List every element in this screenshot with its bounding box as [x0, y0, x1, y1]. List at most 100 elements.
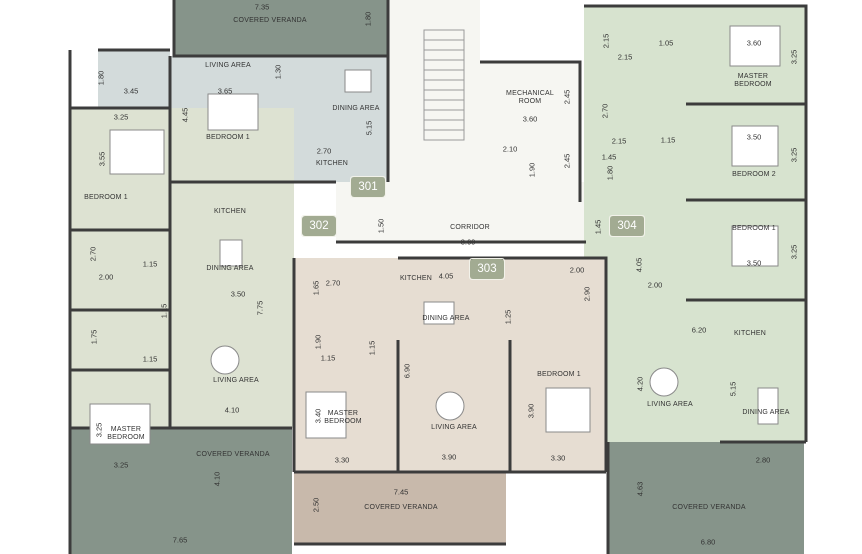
- dim-label: 2.00: [569, 265, 585, 275]
- round-table-303: [435, 391, 465, 421]
- dim-label: 1.05: [658, 38, 674, 48]
- bed-303-bedroom1: [545, 387, 591, 433]
- dim-label: 3.50: [746, 132, 762, 142]
- room-label-veranda-303: COVERED VERANDA: [364, 504, 438, 511]
- dim-label: 7.65: [172, 535, 188, 545]
- room-label-dining-302: DINING AREA: [206, 265, 254, 272]
- dim-label: 4.10: [212, 471, 222, 487]
- dim-label: 1.90: [313, 334, 323, 350]
- room-label-bedroom1-303: BEDROOM 1: [537, 371, 581, 378]
- room-label-bedroom1-304: BEDROOM 1: [732, 225, 776, 232]
- unit-302-area: [70, 108, 294, 554]
- unit-303-badge: 303: [469, 258, 505, 280]
- dim-label: 4.05: [634, 257, 644, 273]
- room-label-living-303: LIVING AREA: [431, 424, 477, 431]
- bed-302-bedroom1: [109, 129, 165, 175]
- dim-label: 6.20: [691, 325, 707, 335]
- table-303: [423, 301, 455, 325]
- dim-label: 1.90: [527, 162, 537, 178]
- dim-label: 1.15: [367, 340, 377, 356]
- dim-label: 3.55: [97, 151, 107, 167]
- dim-label: 1.75: [89, 329, 99, 345]
- dim-label: 3.65: [217, 86, 233, 96]
- dim-label: 1.80: [605, 165, 615, 181]
- room-label-kitchen-301: KITCHEN: [315, 160, 349, 167]
- dim-label: 3.90: [526, 403, 536, 419]
- dim-label: 1.25: [503, 309, 513, 325]
- walls: [68, 0, 808, 554]
- dim-label: 4.20: [635, 376, 645, 392]
- round-table-302: [210, 345, 240, 375]
- table-301: [344, 69, 372, 93]
- dim-label: 1.80: [363, 11, 373, 27]
- dim-label: 1.45: [593, 219, 603, 235]
- room-label-veranda-304: COVERED VERANDA: [672, 504, 746, 511]
- dim-label: 4.45: [180, 107, 190, 123]
- dim-label: 1.30: [273, 64, 283, 80]
- dim-label: 3.50: [746, 258, 762, 268]
- room-label-living-304: LIVING AREA: [647, 401, 693, 408]
- dim-label: 2.80: [755, 455, 771, 465]
- dim-label: 1.15: [142, 259, 158, 269]
- dim-label: 1.65: [311, 280, 321, 296]
- dim-label: 4.05: [438, 271, 454, 281]
- room-label-veranda-302: COVERED VERANDA: [196, 451, 270, 458]
- room-label-master-304: MASTER BEDROOM: [734, 73, 772, 88]
- room-label-dining-301: DINING AREA: [332, 105, 380, 112]
- dim-label: 3.90: [441, 452, 457, 462]
- room-label-master-303: MASTER BEDROOM: [324, 410, 362, 425]
- dim-label: 7.45: [393, 487, 409, 497]
- bed-304-bedroom1: [731, 225, 779, 267]
- dim-label: 3.45: [123, 86, 139, 96]
- dim-label: 2.00: [647, 280, 663, 290]
- unit-badges-bg: [302, 177, 644, 279]
- dim-label: 2.10: [502, 144, 518, 154]
- room-label-kitchen-302: KITCHEN: [213, 208, 247, 215]
- room-label-living-301: LIVING AREA: [205, 62, 251, 69]
- round-table-304: [649, 367, 679, 397]
- room-label-bedroom1-301: BEDROOM 1: [206, 134, 250, 141]
- bed-304-master: [729, 25, 781, 67]
- dim-label: 4.63: [635, 481, 645, 497]
- table-304: [757, 387, 779, 425]
- room-label-dining-303: DINING AREA: [422, 315, 470, 322]
- room-label-veranda-top: COVERED VERANDA: [233, 17, 307, 24]
- dim-label: 3.25: [789, 147, 799, 163]
- dim-label: 2.45: [562, 89, 572, 105]
- bed-302-master: [89, 403, 151, 445]
- dim-label: 7.75: [255, 300, 265, 316]
- room-label-bedroom2-304: BEDROOM 2: [732, 171, 776, 178]
- tables: [210, 69, 779, 425]
- table-302: [219, 239, 243, 267]
- dim-label: 2.15: [611, 136, 627, 146]
- dim-label: 5.15: [364, 120, 374, 136]
- room-label-dining-304: DINING AREA: [742, 409, 790, 416]
- dim-label: 2.70: [325, 278, 341, 288]
- dim-label: 1.80: [96, 70, 106, 86]
- dim-label: 1.45: [601, 152, 617, 162]
- dim-label: 2.90: [582, 286, 592, 302]
- unit-304-area: [584, 6, 806, 554]
- dim-label: 3.25: [113, 460, 129, 470]
- dim-label: 3.25: [94, 422, 104, 438]
- dim-label: 2.70: [88, 246, 98, 262]
- unit-302-badge: 302: [301, 215, 337, 237]
- beds: [89, 25, 781, 445]
- dim-label: 7.35: [254, 2, 270, 12]
- dim-label: 2.45: [562, 153, 572, 169]
- dim-label: 6.90: [402, 363, 412, 379]
- dim-label: 1.15: [320, 353, 336, 363]
- unit-304-badge: 304: [609, 215, 645, 237]
- dim-label: 5.15: [728, 381, 738, 397]
- bed-303-master: [305, 391, 347, 439]
- dim-label: 2.15: [617, 52, 633, 62]
- room-label-living-302: LIVING AREA: [213, 377, 259, 384]
- room-label-corridor: CORRIDOR: [450, 224, 490, 231]
- dim-label: 3.60: [746, 38, 762, 48]
- dim-label: 3.25: [789, 49, 799, 65]
- dim-label: 6.80: [700, 537, 716, 547]
- room-label-master-302: MASTER BEDROOM: [107, 426, 145, 441]
- dim-label: 1.15: [660, 135, 676, 145]
- bed-301: [207, 93, 259, 131]
